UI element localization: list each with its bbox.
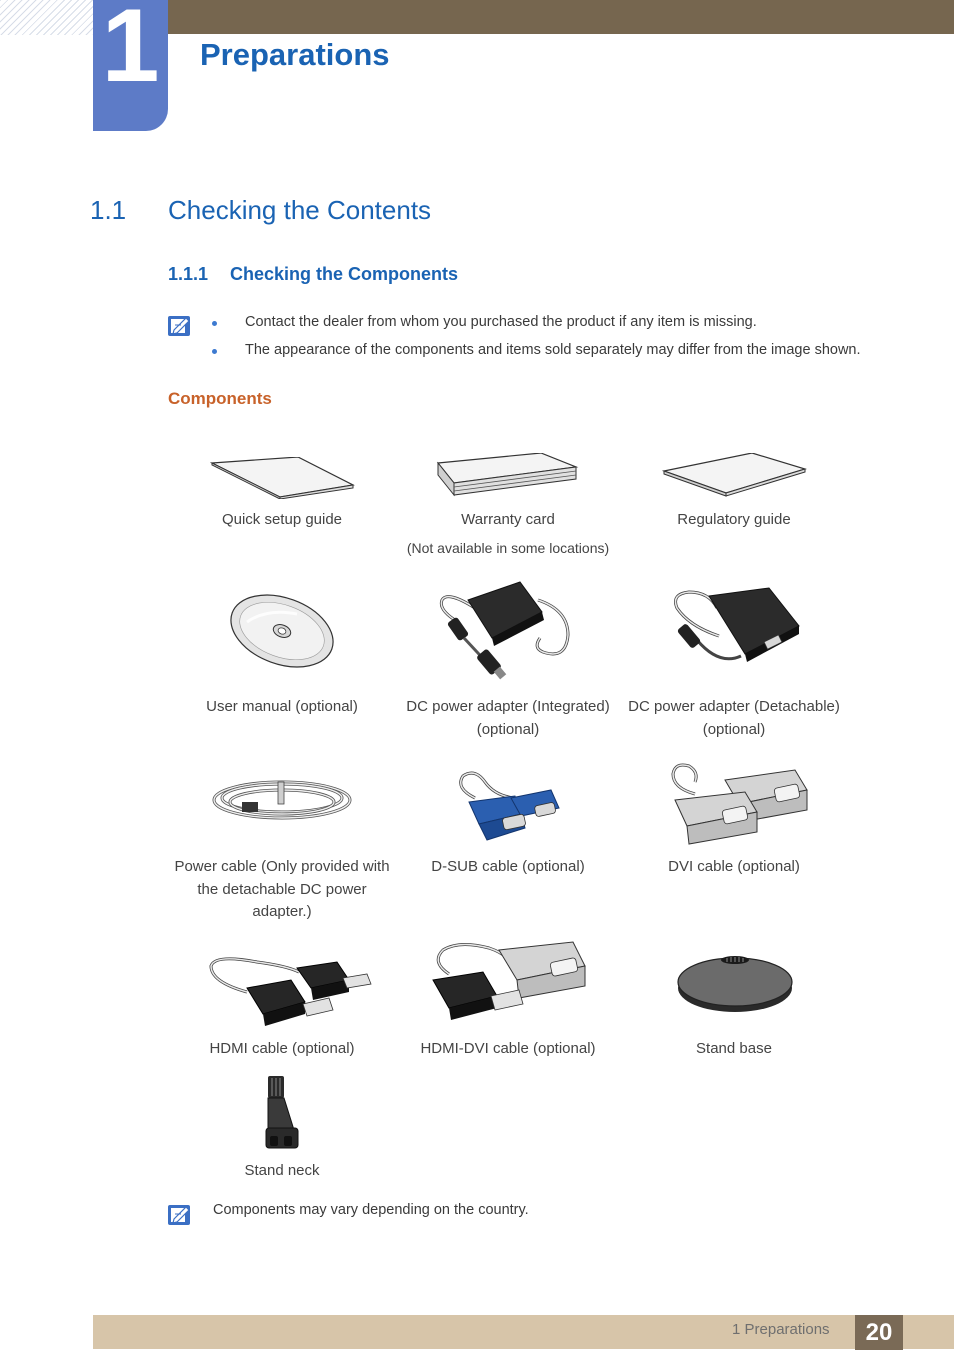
component-caption: Warranty card — [461, 511, 555, 528]
section-number: 1.1 — [90, 195, 127, 225]
section-title: Checking the Contents — [168, 195, 432, 225]
component-item: D-SUB cable (optional) — [393, 760, 623, 930]
component-item: Stand neck — [167, 1072, 397, 1182]
header-bar — [168, 0, 954, 34]
component-caption: Regulatory guide — [677, 511, 791, 528]
component-item: Warranty card (Not available in some loc… — [393, 440, 623, 570]
bottom-note-text: Components may vary depending on the cou… — [213, 1202, 529, 1218]
hdmi-cable-icon — [209, 957, 372, 1026]
component-caption: DVI cable (optional) — [668, 858, 800, 875]
chapter-number: 1 — [101, 0, 160, 104]
note-text: Contact the dealer from whom you purchas… — [245, 314, 757, 330]
component-caption: Stand neck — [244, 1162, 320, 1179]
stand-base-icon — [677, 956, 793, 1012]
component-item: Regulatory guide — [619, 440, 849, 570]
component-item: User manual (optional) — [167, 578, 397, 748]
page-number: 20 — [855, 1315, 903, 1350]
component-caption: Stand base — [696, 1040, 772, 1057]
note-icon — [168, 316, 190, 336]
booklet-icon — [662, 453, 807, 497]
component-caption: DC power adapter (Detachable) (optional) — [628, 698, 840, 738]
component-item: DC power adapter (Integrated) (optional) — [393, 578, 623, 748]
dvi-cable-icon — [671, 763, 808, 845]
note-text: The appearance of the components and ite… — [245, 342, 861, 358]
subsection-title: Checking the Components — [230, 264, 459, 284]
component-caption: Power cable (Only provided with the deta… — [174, 858, 390, 920]
component-caption: HDMI-DVI cable (optional) — [420, 1040, 596, 1057]
chapter-title: Preparations — [200, 37, 390, 72]
component-item: Stand base — [619, 940, 849, 1070]
component-item: DC power adapter (Detachable) (optional) — [619, 578, 849, 748]
component-item: DVI cable (optional) — [619, 760, 849, 930]
component-caption: D-SUB cable (optional) — [431, 858, 585, 875]
component-item: Power cable (Only provided with the deta… — [167, 760, 397, 930]
footer-bar — [93, 1315, 954, 1349]
note-icon — [168, 1205, 190, 1225]
dsub-cable-icon — [459, 771, 560, 841]
component-caption: Quick setup guide — [221, 511, 343, 528]
components-heading: Components — [168, 389, 272, 408]
footer-label: 1 Preparations — [732, 1321, 830, 1338]
cd-icon — [230, 594, 334, 668]
bullet — [212, 321, 217, 326]
subsection-number: 1.1.1 — [168, 264, 209, 284]
component-item: HDMI cable (optional) — [167, 940, 397, 1070]
component-caption: User manual (optional) — [206, 698, 358, 715]
bullet — [212, 349, 217, 354]
component-item: HDMI-DVI cable (optional) — [393, 940, 623, 1070]
hdmi-dvi-cable-icon — [432, 941, 586, 1020]
component-item: Quick setup guide — [167, 440, 397, 570]
stand-neck-icon — [265, 1076, 299, 1149]
booklet-icon — [210, 457, 355, 499]
power-cable-icon — [212, 780, 352, 820]
chapter-tab — [93, 0, 168, 131]
component-caption: DC power adapter (Integrated) (optional) — [406, 698, 610, 738]
power-adapter-icon — [439, 581, 570, 680]
header-hatch-decoration — [0, 0, 93, 35]
component-caption: HDMI cable (optional) — [209, 1040, 355, 1057]
component-subcaption: (Not available in some locations) — [406, 540, 610, 556]
power-adapter-icon — [674, 587, 800, 662]
card-icon — [436, 453, 579, 497]
